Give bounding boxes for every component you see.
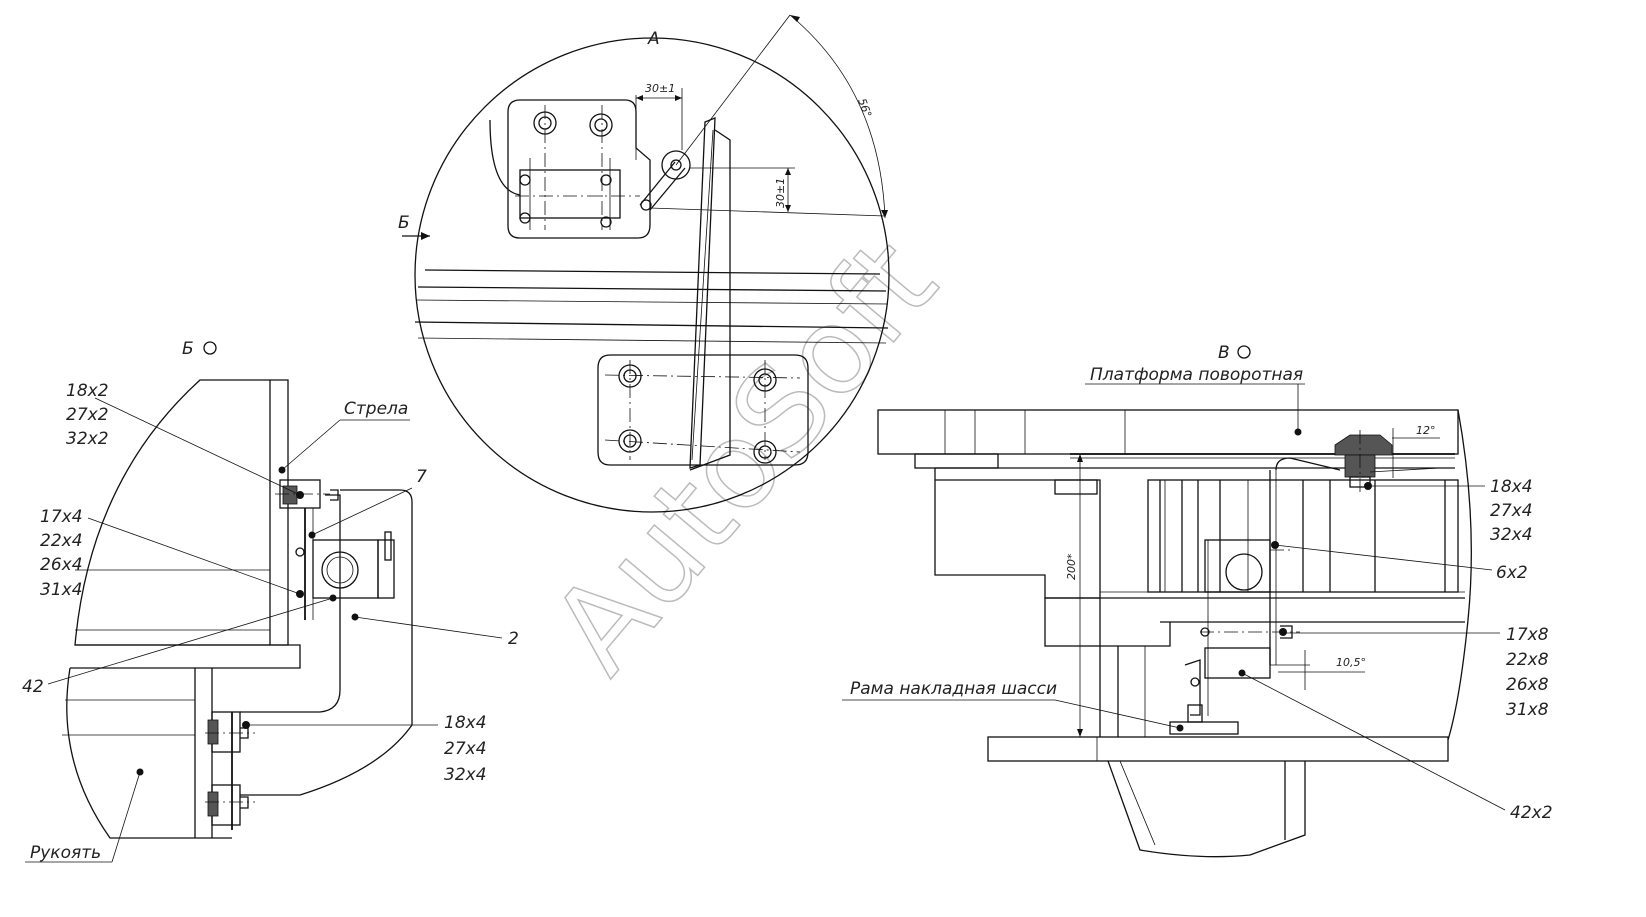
view-b-title: Б xyxy=(182,339,194,359)
dim-vertical-label: 30±1 xyxy=(774,178,787,208)
dim-height-label: 200* xyxy=(1065,553,1078,580)
fastener-label: 17x4 xyxy=(40,507,83,527)
view-v: В Платформа поворотная xyxy=(842,343,1553,858)
detail-a-circle xyxy=(414,37,890,513)
bolt-icon xyxy=(618,429,642,453)
position-7: 7 xyxy=(416,467,427,487)
view-b: Б xyxy=(22,339,519,863)
rail-lines xyxy=(414,269,889,344)
fastener-label: 22x8 xyxy=(1506,650,1549,670)
platform-label: Платформа поворотная xyxy=(1090,365,1303,385)
fastener-label: 27x2 xyxy=(66,405,109,425)
angle-dim: 56° xyxy=(789,14,888,219)
fastener-label: 26x4 xyxy=(40,555,83,575)
view-v-title: В xyxy=(1218,343,1230,363)
fastener-label: 32x4 xyxy=(444,765,487,785)
dim-vertical: 30±1 xyxy=(649,167,886,217)
frame-label: Рама накладная шасси xyxy=(850,679,1057,699)
upper-bracket xyxy=(489,99,651,239)
fastener-label: 17x8 xyxy=(1506,625,1549,645)
rotation-icon xyxy=(1237,345,1251,359)
dim-height: 200* xyxy=(1065,454,1083,737)
fastener-label: 32x4 xyxy=(1490,525,1533,545)
dim-horizontal: 30±1 xyxy=(635,82,683,160)
angle-top-label: 12° xyxy=(1416,424,1436,437)
angle-label: 56° xyxy=(855,97,874,120)
clamp-block xyxy=(1204,539,1271,593)
top-bolt: 12° xyxy=(1334,424,1441,495)
rotation-icon xyxy=(203,341,217,355)
fastener-label: 18x4 xyxy=(1490,477,1533,497)
lever xyxy=(639,14,791,211)
fastener-label: 6x2 xyxy=(1496,563,1528,583)
boom-label: Стрела xyxy=(344,399,408,419)
fastener-label: 22x4 xyxy=(40,531,83,551)
detail-a-title: А xyxy=(647,29,660,49)
fastener-label: 27x4 xyxy=(444,739,487,759)
fastener-label: 26x8 xyxy=(1506,675,1549,695)
position-2: 2 xyxy=(508,629,519,649)
fastener-label: 27x4 xyxy=(1490,501,1533,521)
bolt-icon xyxy=(589,113,613,137)
fastener-label: 32x2 xyxy=(66,429,109,449)
bolt-icon xyxy=(618,364,642,388)
fastener-label: 42x2 xyxy=(1510,803,1553,823)
fastener-label: 18x4 xyxy=(444,713,487,733)
detail-a: А Б xyxy=(398,14,890,513)
fastener-label: 31x8 xyxy=(1506,700,1549,720)
clamp-block xyxy=(312,539,379,599)
bolt-icon xyxy=(753,368,777,392)
lower-bracket xyxy=(597,354,809,466)
fastener-label: 31x4 xyxy=(40,580,83,600)
angle-bottom-label: 10,5° xyxy=(1336,656,1366,669)
ribs xyxy=(1147,479,1459,593)
fastener-label: 18x2 xyxy=(66,381,109,401)
position-42: 42 xyxy=(22,677,44,697)
bolt-icon xyxy=(533,111,557,135)
pivot-icon xyxy=(661,150,691,180)
watermark: AutoSoft xyxy=(526,214,964,698)
chassis-frame xyxy=(987,736,1449,762)
direction-marker-b: Б xyxy=(398,213,410,233)
handle-label: Рукоять xyxy=(30,843,101,863)
bolt-icon xyxy=(753,440,777,464)
dim-horizontal-label: 30±1 xyxy=(645,82,675,95)
